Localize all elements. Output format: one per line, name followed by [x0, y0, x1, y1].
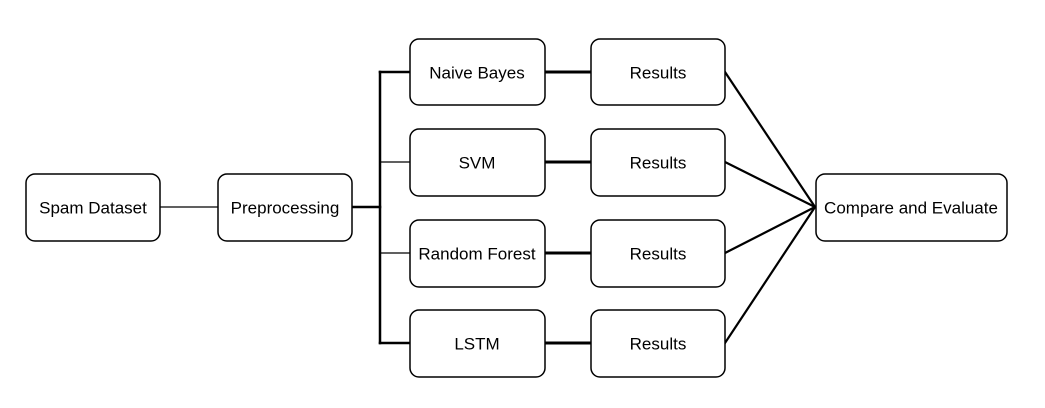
node-label: Spam Dataset — [39, 199, 147, 218]
connectors — [159, 70, 817, 345]
edge-results-svm-to-compare — [723, 160, 817, 209]
node-random-forest: Random Forest — [409, 219, 546, 288]
node-label: SVM — [459, 154, 496, 173]
node-results-naive-bayes: Results — [590, 38, 726, 106]
node-label: Preprocessing — [231, 199, 340, 218]
edge-results-lstm-to-compare — [723, 205, 817, 345]
node-compare-and-evaluate: Compare and Evaluate — [815, 173, 1008, 242]
node-label: Naive Bayes — [429, 64, 524, 83]
node-lstm: LSTM — [409, 309, 546, 378]
node-label: Random Forest — [418, 245, 535, 264]
edge-results-rf-to-compare — [723, 205, 817, 255]
node-label: Compare and Evaluate — [824, 199, 998, 218]
node-spam-dataset: Spam Dataset — [25, 173, 161, 242]
edge-results-nb-to-compare — [723, 70, 817, 209]
node-svm: SVM — [409, 128, 546, 197]
node-label: Results — [630, 64, 687, 83]
node-label: Results — [630, 245, 687, 264]
node-results-lstm: Results — [590, 309, 726, 378]
node-results-random-forest: Results — [590, 219, 726, 288]
node-label: LSTM — [454, 335, 499, 354]
node-preprocessing: Preprocessing — [217, 173, 353, 242]
node-naive-bayes: Naive Bayes — [409, 38, 546, 106]
node-label: Results — [630, 154, 687, 173]
node-label: Results — [630, 335, 687, 354]
node-results-svm: Results — [590, 128, 726, 197]
